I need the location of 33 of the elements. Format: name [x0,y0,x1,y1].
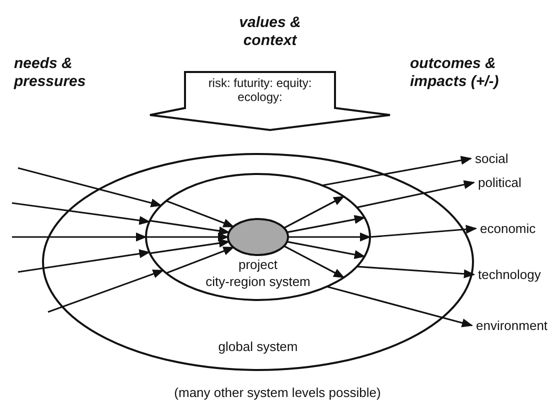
arrow [356,180,476,208]
heading-text: values & context [238,14,302,50]
arrow [18,249,150,273]
outcome-label: political [477,175,522,190]
arrow [12,232,148,242]
context-text: risk: futurity: equity: ecology: [207,76,313,104]
arrow [166,200,234,228]
arrow [150,220,230,236]
caption: (many other system levels possible) [173,385,382,400]
system-label: city-region system [206,274,310,289]
arrow [288,232,372,242]
arrow [166,246,234,274]
arrow [284,196,345,229]
arrow [370,224,478,238]
project-label: project [238,257,278,272]
outcome-label: economic [479,221,537,236]
group-heading: needs & pressures [14,55,87,91]
arrow [326,286,474,328]
outcome-label: social [474,151,510,166]
arrow [322,156,472,186]
arrow [286,240,366,259]
arrow [12,202,150,225]
arrow [286,215,366,234]
arrow [150,238,230,254]
outcome-label: environment [475,318,549,333]
group-heading: outcomes & impacts (+/-) [410,55,500,91]
system-label: global system [218,339,298,354]
arrow [284,245,345,278]
outcome-label: technology [477,267,542,282]
arrow [356,266,476,278]
arrow [18,167,162,208]
arrow [146,232,230,242]
arrow [48,270,164,313]
